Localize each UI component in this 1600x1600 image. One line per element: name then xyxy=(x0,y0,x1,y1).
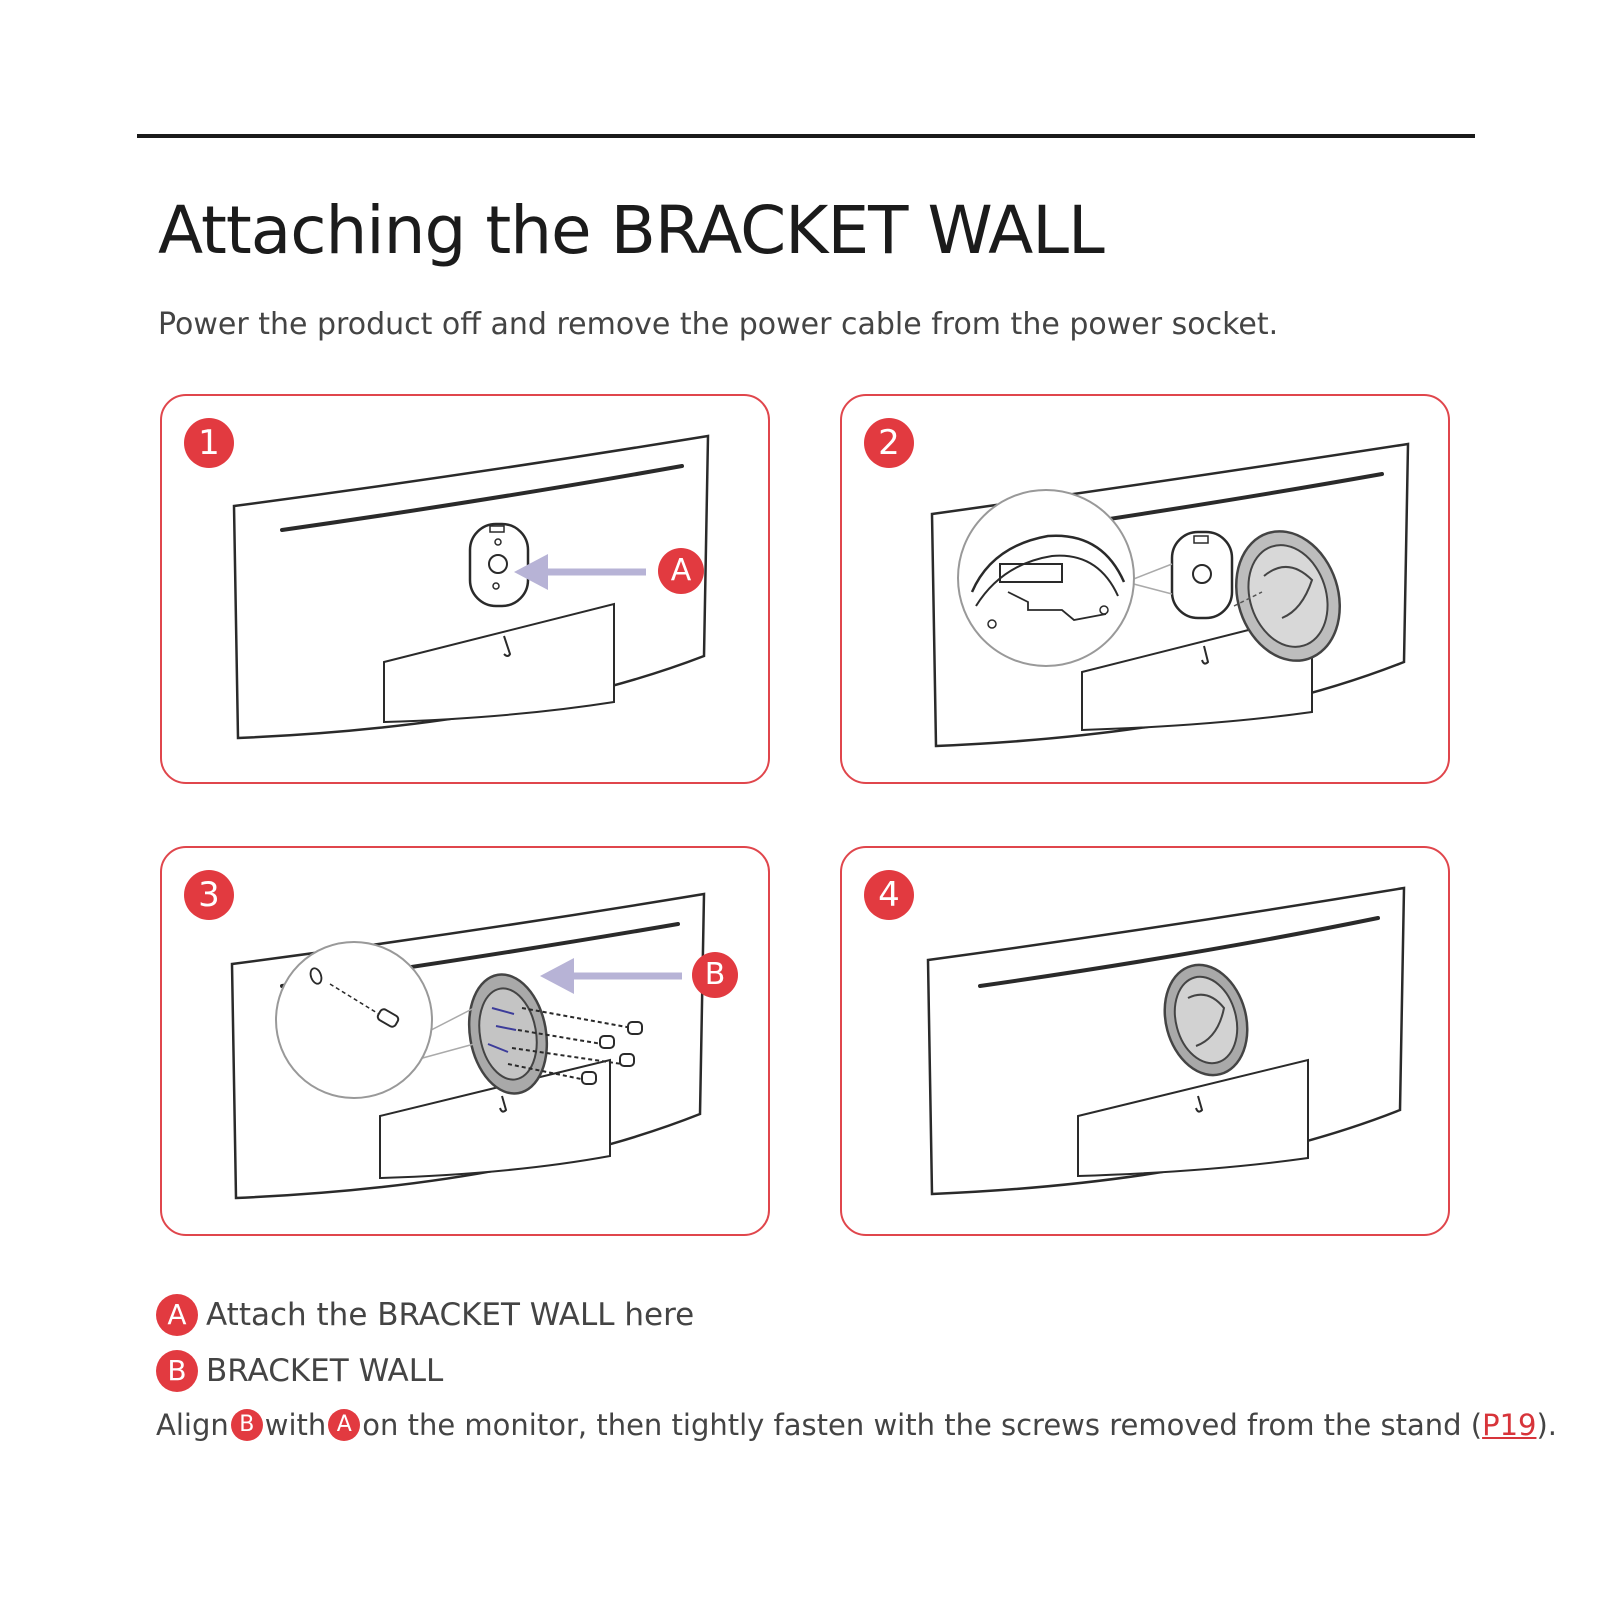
monitor-back-illustration xyxy=(230,892,706,1200)
instruction-line: Align B with A on the monitor, then tigh… xyxy=(156,1408,1557,1442)
zoom-detail-circle xyxy=(275,941,433,1099)
step-panel-2: 2 xyxy=(840,394,1450,784)
legend-a: A Attach the BRACKET WALL here xyxy=(156,1294,694,1336)
intro-text: Power the product off and remove the pow… xyxy=(158,307,1279,342)
monitor-back-illustration xyxy=(930,442,1410,748)
step-panel-1: 1 A xyxy=(160,394,770,784)
legend-b-text: BRACKET WALL xyxy=(206,1353,444,1389)
inline-b-badge: B xyxy=(230,1409,263,1441)
bracket-plate-illustration xyxy=(1163,963,1249,1077)
monitor-back-illustration xyxy=(926,886,1406,1196)
top-rule xyxy=(137,134,1475,138)
legend-b: B BRACKET WALL xyxy=(156,1350,443,1392)
zoom-detail-circle xyxy=(957,489,1135,667)
inline-a-badge: A xyxy=(328,1409,361,1441)
mount-plate-icon xyxy=(468,522,530,608)
step-panel-3: 3 B xyxy=(160,846,770,1236)
arrow-icon xyxy=(514,554,646,590)
instruction-suffix: ). xyxy=(1536,1408,1558,1442)
monitor-back-illustration xyxy=(232,434,710,740)
legend-a-text: Attach the BRACKET WALL here xyxy=(206,1297,695,1333)
page-title: Attaching the BRACKET WALL xyxy=(158,192,1105,269)
instruction-prefix: Align xyxy=(156,1408,229,1442)
bracket-plate-illustration xyxy=(1233,530,1341,662)
step-number-badge: 4 xyxy=(864,870,914,920)
mount-plate-icon xyxy=(1170,530,1234,620)
step-number-badge: 1 xyxy=(184,418,234,468)
legend-b-badge: B xyxy=(156,1350,198,1392)
step-number-badge: 3 xyxy=(184,870,234,920)
arrow-icon xyxy=(540,958,682,994)
step-number-badge: 2 xyxy=(864,418,914,468)
instruction-middle: on the monitor, then tightly fasten with… xyxy=(362,1408,1483,1442)
bracket-plate-illustration xyxy=(467,973,549,1095)
page-reference-link[interactable]: P19 xyxy=(1482,1408,1537,1442)
step-panel-4: 4 xyxy=(840,846,1450,1236)
callout-a-badge: A xyxy=(658,548,704,594)
instruction-with: with xyxy=(264,1408,327,1442)
callout-b-badge: B xyxy=(692,952,738,998)
screw-icon xyxy=(507,1007,643,1085)
legend-a-badge: A xyxy=(156,1294,198,1336)
